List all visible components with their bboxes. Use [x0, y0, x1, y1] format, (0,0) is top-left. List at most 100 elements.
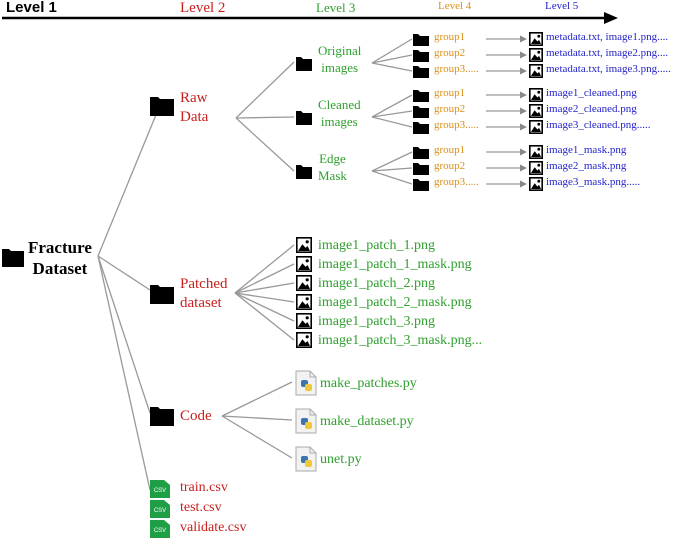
- csv-icon-text: CSV: [154, 508, 166, 514]
- image-file-icon: [528, 120, 543, 135]
- folder-icon: [150, 285, 174, 304]
- arrow-head: [520, 123, 527, 131]
- level5-file-label: metadata.txt, image1.png....: [546, 31, 669, 43]
- group-label: group1: [434, 144, 466, 156]
- csv-file-label: train.csv: [180, 480, 228, 495]
- root-label-line: Fracture: [28, 238, 92, 257]
- patched-file-label: image1_patch_1.png: [318, 238, 436, 253]
- connector-line: [234, 244, 295, 294]
- arrow-head: [520, 164, 527, 172]
- level-header-5: Level 5: [545, 0, 579, 12]
- image-file-icon: [295, 237, 312, 254]
- patched-dataset-label-line: dataset: [180, 295, 222, 311]
- connector-line: [371, 110, 413, 118]
- connector-line: [371, 170, 413, 185]
- level-header-1: Level 1: [6, 0, 57, 16]
- connector-line: [371, 167, 413, 172]
- image-file-icon: [528, 145, 543, 160]
- connector-line: [235, 117, 295, 172]
- arrow-head: [520, 148, 527, 156]
- image-file-icon: [295, 255, 312, 272]
- connector-line: [221, 415, 293, 421]
- level3-folder-label-line: Edge: [319, 151, 346, 166]
- connector-line: [234, 263, 295, 294]
- level3-folder-label-line: Mask: [318, 168, 347, 183]
- folder-icon: [413, 163, 429, 175]
- connector-line: [371, 116, 413, 128]
- patched-file-label: image1_patch_2_mask.png: [318, 295, 472, 310]
- group-label: group1: [434, 31, 466, 43]
- folder-icon: [296, 165, 312, 179]
- image-file-icon: [528, 64, 543, 79]
- folder-icon: [413, 147, 429, 159]
- folder-icon: [2, 249, 24, 267]
- connector-line: [221, 415, 293, 459]
- level-header-4: Level 4: [438, 0, 472, 12]
- level5-file-label: image1_mask.png: [546, 144, 627, 156]
- python-file-label: make_patches.py: [320, 376, 417, 391]
- image-file-icon: [528, 177, 543, 192]
- arrow-head: [520, 180, 527, 188]
- csv-icon-text: CSV: [154, 528, 166, 534]
- level3-folder-label-line: Cleaned: [318, 97, 361, 112]
- group-label: group2: [434, 160, 466, 172]
- connector-line: [97, 104, 161, 257]
- patched-file-label: image1_patch_1_mask.png: [318, 257, 472, 272]
- csv-file-icon: CSV: [150, 500, 170, 518]
- connector-line: [234, 292, 295, 341]
- group-label: group3.....: [434, 119, 479, 131]
- python-file-icon: [295, 370, 317, 396]
- connector-line: [234, 292, 295, 322]
- image-file-icon: [528, 104, 543, 119]
- folder-icon: [413, 90, 429, 102]
- image-file-icon: [295, 312, 312, 329]
- level5-file-label: image3_mask.png.....: [546, 176, 641, 188]
- folder-icon: [413, 106, 429, 118]
- folder-icon: [413, 34, 429, 46]
- connector-line: [371, 38, 413, 64]
- raw-data-label-line: Raw: [180, 90, 208, 106]
- python-file-icon: [295, 408, 317, 434]
- group-label: group3.....: [434, 63, 479, 75]
- level3-folder-label: Cleaned images: [318, 96, 361, 130]
- connector-line: [371, 94, 413, 118]
- level-header-3: Level 3: [316, 0, 356, 15]
- level5-file-label: image1_cleaned.png: [546, 87, 637, 99]
- connector-line: [221, 381, 293, 417]
- level-header-2: Level 2: [180, 0, 226, 16]
- level5-file-label: image3_cleaned.png.....: [546, 119, 651, 131]
- connector-line: [235, 61, 295, 119]
- connector-line: [97, 255, 151, 414]
- connector-line: [235, 116, 295, 119]
- connector-line: [371, 54, 413, 64]
- patched-dataset-label-line: Patched: [180, 276, 228, 292]
- arrow-head: [520, 67, 527, 75]
- folder-icon: [296, 57, 312, 71]
- python-file-label: make_dataset.py: [320, 414, 414, 429]
- arrow-head: [520, 35, 527, 43]
- folder-icon: [413, 122, 429, 134]
- image-file-icon: [295, 331, 312, 348]
- image-file-icon: [528, 88, 543, 103]
- group-label: group2: [434, 103, 466, 115]
- connector-line: [97, 255, 151, 491]
- arrow-head: [520, 51, 527, 59]
- arrow-head: [520, 91, 527, 99]
- image-file-icon: [528, 47, 543, 62]
- level5-file-label: metadata.txt, image2.png....: [546, 47, 669, 59]
- csv-file-icon: CSV: [150, 480, 170, 498]
- level5-file-label: metadata.txt, image3.png.....: [546, 63, 671, 75]
- image-file-icon: [528, 161, 543, 176]
- level3-folder-label-line: images: [321, 60, 359, 75]
- python-file-label: unet.py: [320, 452, 362, 467]
- connector-line: [234, 292, 295, 303]
- level3-folder-label-line: images: [320, 114, 358, 129]
- patched-file-label: image1_patch_3_mask.png...: [318, 333, 483, 348]
- folder-icon: [150, 407, 174, 426]
- root-label-line: Dataset: [32, 259, 88, 278]
- connector-line: [371, 151, 413, 172]
